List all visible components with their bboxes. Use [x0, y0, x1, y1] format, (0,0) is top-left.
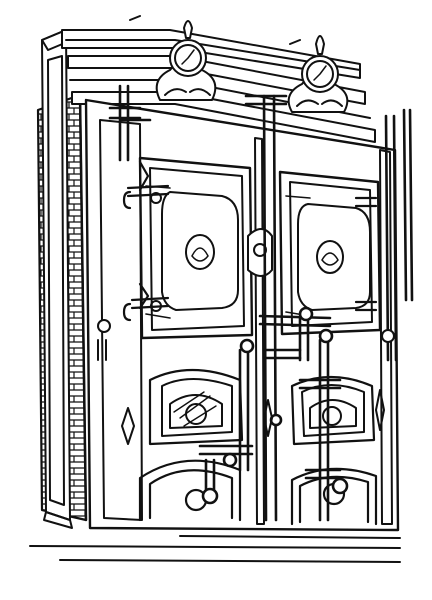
- center-medallion: [247, 228, 273, 277]
- left-firebox: [148, 368, 244, 446]
- right-upper-panel: [278, 170, 382, 336]
- left-pilaster: [41, 29, 73, 529]
- left-upper-panel: [138, 156, 254, 340]
- left-gauge-crown: [155, 20, 217, 101]
- hinges: [122, 160, 378, 322]
- right-firebox: [290, 375, 376, 446]
- pipe-network: [108, 84, 414, 522]
- side-valves: [97, 319, 395, 445]
- ground-lines: [29, 535, 401, 563]
- top-cornice: [61, 15, 376, 143]
- right-gauge-crown: [287, 35, 349, 113]
